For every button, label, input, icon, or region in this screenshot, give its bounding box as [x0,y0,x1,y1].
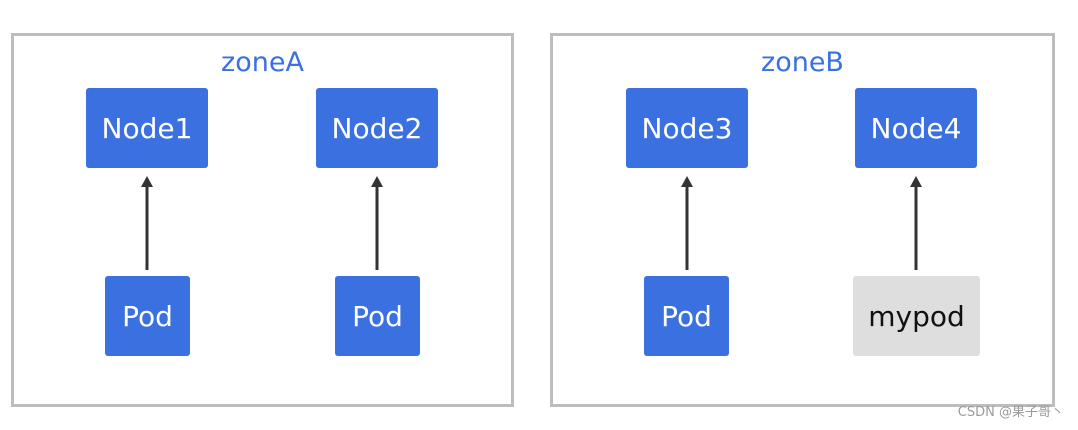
node4-box: Node4 [855,88,977,168]
mypod-box: mypod [853,276,980,356]
zone-b-container: zoneB Node3 Node4 Pod mypod [550,33,1055,407]
pod3-to-node3-arrow [681,176,693,270]
node2-box: Node2 [316,88,438,168]
mypod-to-node4-arrow [910,176,922,270]
pod1-to-node1-arrow [141,176,153,270]
zone-a-title: zoneA [221,47,304,78]
pod-b1-box: Pod [644,276,729,356]
node3-box: Node3 [626,88,748,168]
zone-b-title: zoneB [761,47,844,78]
node1-box: Node1 [86,88,208,168]
pod2-to-node2-arrow [371,176,383,270]
zone-a-container: zoneA Node1 Node2 Pod Pod [11,33,514,407]
watermark-text: CSDN @果子哥丶 [957,405,1064,420]
pod-a1-box: Pod [105,276,190,356]
pod-a2-box: Pod [335,276,420,356]
